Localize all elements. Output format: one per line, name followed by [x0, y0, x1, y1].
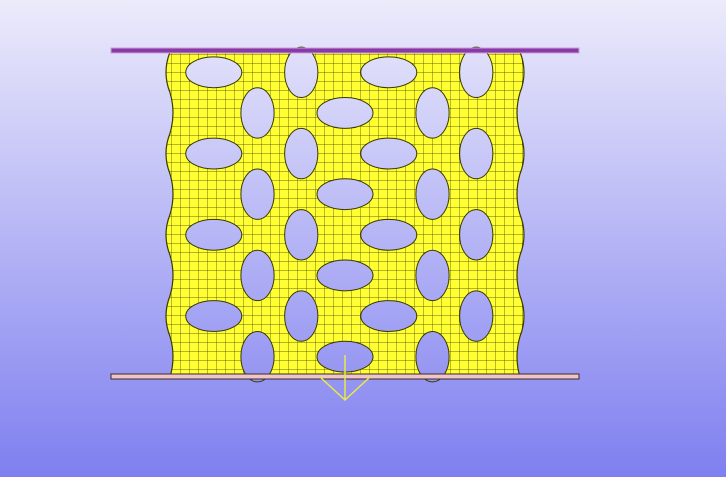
pore-21 [415, 249, 450, 302]
pore-28 [415, 331, 450, 383]
pore-1 [185, 56, 243, 89]
pore-13 [316, 178, 374, 211]
pore-26 [240, 331, 275, 383]
pore-3 [360, 56, 418, 89]
pore-16 [284, 209, 319, 261]
pore-outline-group [185, 46, 494, 383]
support-triangle-icon [319, 355, 371, 402]
pore-22 [185, 300, 243, 332]
pore-6 [316, 97, 374, 129]
pore-14 [415, 168, 450, 220]
pore-24 [360, 300, 418, 332]
pore-11 [459, 127, 494, 180]
specimen-mesh [166, 52, 524, 377]
top-loading-plate[interactable] [110, 47, 580, 54]
top-plate-body [110, 47, 580, 54]
pore-12 [240, 168, 275, 220]
pore-2 [284, 46, 319, 98]
pore-17 [360, 218, 418, 251]
pore-5 [240, 87, 275, 139]
porous-specimen[interactable] [160, 40, 530, 385]
boundary-condition-marker[interactable] [319, 355, 371, 402]
pore-8 [185, 137, 243, 170]
pore-15 [185, 218, 243, 251]
pore-23 [284, 290, 319, 342]
pore-4 [459, 46, 494, 98]
pore-19 [240, 249, 275, 302]
pore-20 [316, 259, 374, 292]
pore-25 [459, 290, 494, 342]
pore-9 [284, 127, 319, 180]
pore-18 [459, 209, 494, 261]
pore-10 [360, 137, 418, 170]
pore-7 [415, 87, 450, 139]
